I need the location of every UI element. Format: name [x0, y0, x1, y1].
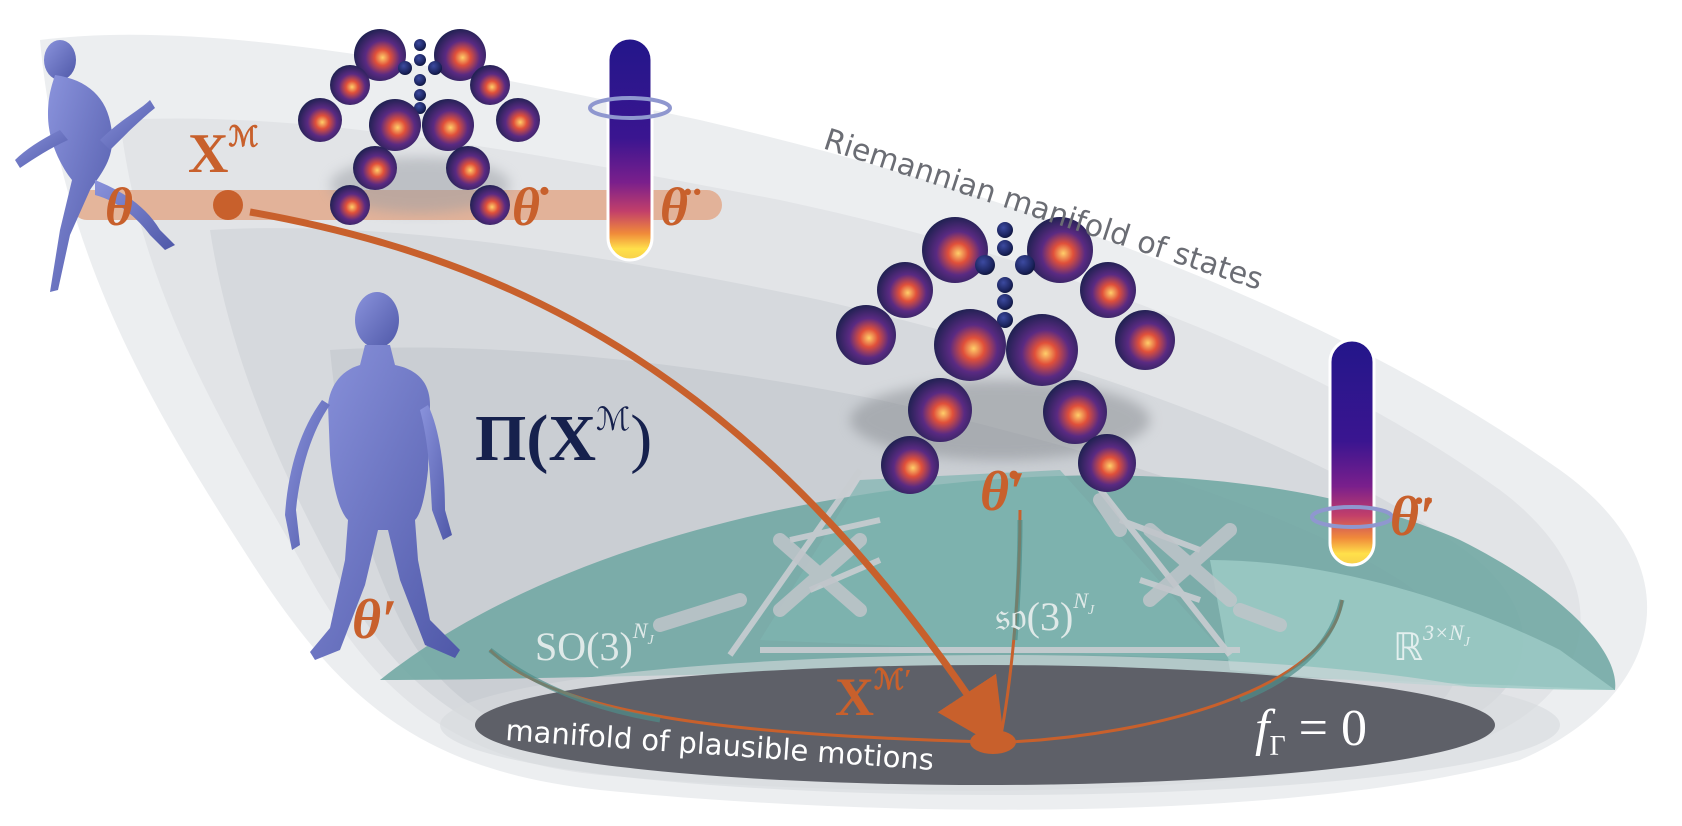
label-constraint-rhs: = 0 — [1286, 700, 1367, 757]
label-x-m-prime-base: X — [835, 667, 874, 727]
joint-skeleton-top — [298, 29, 540, 225]
label-r3-sub: J — [1464, 635, 1471, 650]
accel-bar-right — [1310, 338, 1394, 567]
label-theta-prime: θ′ — [352, 589, 397, 651]
body-figure-top-left — [15, 40, 175, 292]
label-theta-dot-prime: θ̇′ — [980, 461, 1025, 523]
label-so3-lie-sub: J — [1088, 603, 1095, 618]
label-so3-base: SO(3) — [535, 624, 633, 669]
x-m-prime-point — [970, 730, 1016, 754]
label-so3-sub: J — [647, 633, 654, 648]
label-so3-lie: 𝔰𝔬(3)NJ — [995, 588, 1095, 639]
label-so3-lie-base: 𝔰𝔬(3) — [995, 594, 1073, 639]
projection-arrow — [249, 208, 1006, 752]
accel-bar-top — [588, 36, 672, 262]
label-projection-base: Π(X — [475, 402, 596, 475]
label-theta-ddot-prime: θ̈′ — [1390, 486, 1435, 548]
label-x-m-prime-sup: ℳ′ — [874, 665, 912, 696]
ghost-joint-cross-1 — [653, 533, 867, 632]
label-x-m-base: X — [188, 123, 228, 185]
label-projection-close: ) — [630, 402, 652, 475]
label-so3-lie-sup: N — [1072, 588, 1089, 613]
tangent-sheet — [380, 468, 1616, 690]
label-r3: ℝ3×NJ — [1393, 620, 1471, 669]
label-projection: Π(Xℳ) — [475, 401, 652, 475]
body-figure-standing — [285, 292, 460, 660]
label-x-m-sup: ℳ — [228, 122, 258, 153]
label-constraint: fΓ = 0 — [1255, 700, 1367, 762]
label-x-m: Xℳ — [188, 122, 258, 185]
joint-skeleton-big — [836, 217, 1175, 494]
label-projection-sup: ℳ — [596, 401, 630, 437]
ghost-curves — [488, 519, 1345, 723]
label-r3-base: ℝ — [1393, 627, 1423, 669]
label-theta: θ — [105, 177, 133, 237]
label-r3-sup: 3×N — [1422, 620, 1465, 645]
ghost-joint-cross-2 — [1093, 493, 1287, 632]
label-constraint-sub: Γ — [1269, 731, 1285, 762]
label-x-m-prime: Xℳ′ — [835, 665, 912, 727]
x-m-point — [213, 190, 243, 220]
label-so3-sup: N — [632, 618, 649, 643]
label-so3: SO(3)NJ — [535, 618, 654, 669]
